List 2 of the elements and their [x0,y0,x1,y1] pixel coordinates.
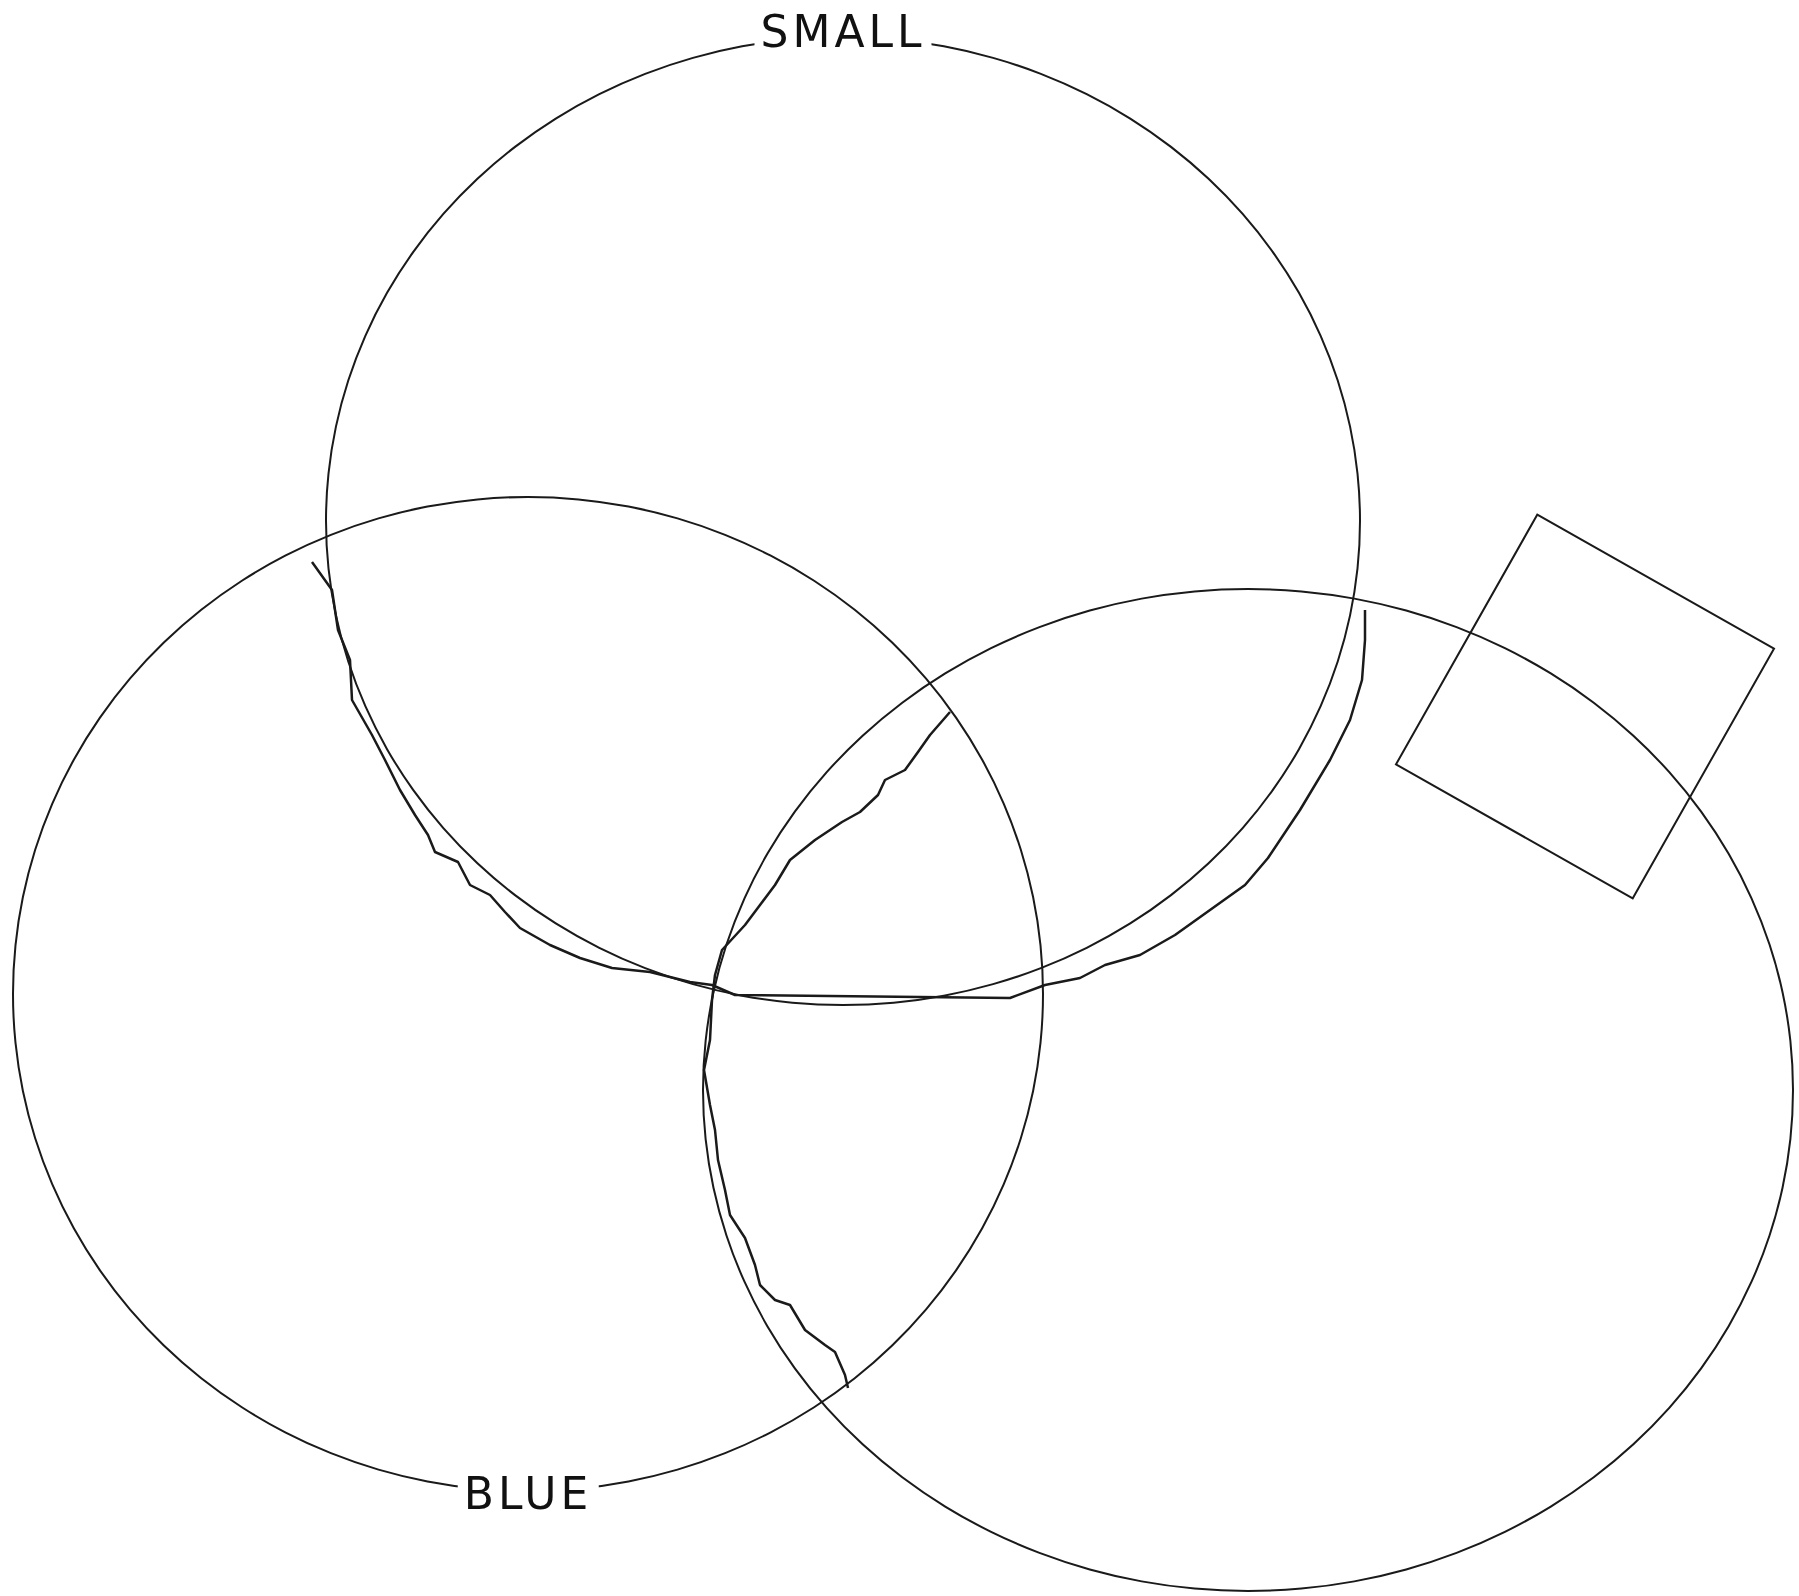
set-circle [702,588,1794,1592]
square [1394,512,1776,900]
